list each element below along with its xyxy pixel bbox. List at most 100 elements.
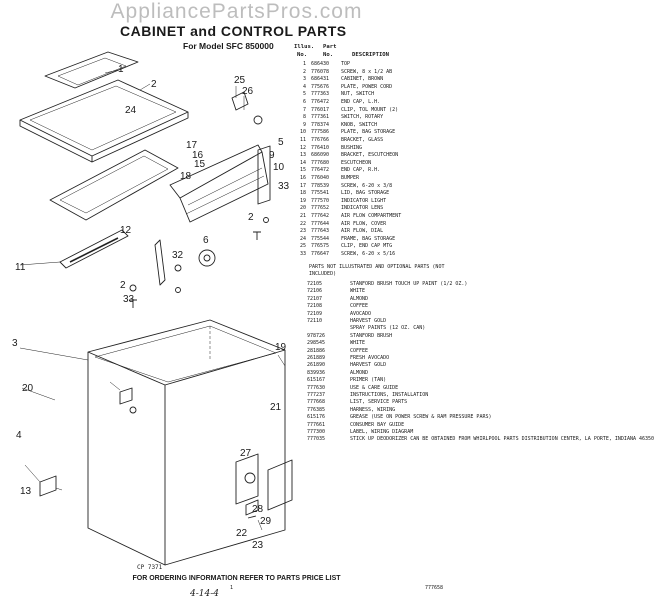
part-number: 686090: [311, 152, 330, 159]
part-number: 776472: [311, 167, 330, 174]
part-description: WHITE: [350, 288, 366, 295]
callout-4: 4: [16, 430, 22, 441]
part-number: 776040: [311, 175, 330, 181]
part-description: ALMOND: [350, 295, 369, 302]
part-number: 776017: [311, 106, 330, 113]
watermark: AppliancePartsPros.com: [110, 0, 363, 23]
switch-knob: [198, 249, 216, 267]
ordering-footer: FOR ORDERING INFORMATION REFER TO PARTS …: [132, 575, 341, 582]
part-description: HARVEST GOLD: [350, 362, 387, 369]
part-number: 777643: [311, 228, 330, 235]
callout-13: 13: [20, 486, 32, 497]
callout-2-top: 2: [151, 79, 157, 90]
bag-storage-lid: [49, 149, 179, 221]
callout-27: 27: [240, 448, 252, 459]
part-description: USE & CARE GUIDE: [350, 384, 399, 391]
part-description: SPRAY PAINTS (12 OZ. CAN): [350, 325, 426, 332]
part-description: PRIMER (TAN): [350, 377, 387, 384]
part-number: 776410: [311, 144, 330, 151]
part-description: AIR FLOW, DIAL: [341, 228, 384, 235]
part-number: 777300: [307, 429, 326, 435]
part-description: LIST, SERVICE PARTS: [350, 399, 408, 406]
part-description: AIR FLOW, COVER: [341, 220, 387, 227]
part-description: KNOB, SWITCH: [341, 121, 378, 128]
illus-number: 6: [302, 99, 306, 105]
page-number: 1: [230, 585, 234, 591]
not-illustrated-header: PARTS NOT ILLUSTRATED AND OPTIONAL PARTS…: [309, 264, 445, 277]
end-cap-lh: [154, 239, 166, 286]
table-row: 15 776472 END CAP, R.H.: [293, 167, 471, 174]
callout-32: 32: [172, 250, 184, 261]
list-item: SPRAY PAINTS (12 OZ. CAN): [293, 325, 471, 332]
part-description: AVOCADO: [350, 310, 372, 317]
part-number: 281886: [307, 347, 326, 354]
part-number: 72105: [307, 281, 323, 287]
illus-number: 18: [299, 190, 306, 197]
illus-number: 9: [302, 121, 306, 128]
illus-number: 17: [299, 182, 306, 189]
illus-number: 20: [299, 205, 306, 212]
illus-number: 14: [299, 159, 306, 166]
part-description: BRACKET, GLASS: [341, 137, 384, 143]
illus-number: 10: [299, 129, 306, 136]
part-number: 778374: [311, 121, 330, 128]
air-flow-compartment: [235, 453, 259, 505]
handwritten-note: 4-14-4: [190, 589, 219, 599]
part-description: END CAP, R.H.: [341, 167, 381, 174]
callout-20: 20: [22, 383, 34, 394]
part-number: 72107: [307, 295, 323, 302]
illus-number: 12: [299, 144, 306, 151]
header-no-2: No.: [323, 52, 334, 58]
callout-5: 5: [278, 137, 284, 148]
part-number: 72108: [307, 303, 323, 310]
part-number: 978726: [307, 332, 326, 339]
part-number: 777661: [307, 421, 326, 428]
callout-6: 6: [203, 235, 209, 246]
callout-18: 18: [180, 171, 192, 182]
part-number: 777642: [311, 213, 330, 219]
part-number: 72110: [307, 318, 323, 324]
page-title: CABINET and CONTROL PARTS: [120, 23, 347, 39]
header-description: DESCRIPTION: [352, 52, 390, 58]
part-number: 775541: [311, 190, 330, 197]
callout-23: 23: [252, 540, 264, 551]
illus-number: 15: [299, 167, 306, 174]
illus-number: 3: [302, 76, 306, 83]
figure-code: CP 7371: [137, 564, 163, 571]
callout-29: 29: [260, 516, 272, 527]
part-description: GREASE (USE ON POWER SCREW & RAM PRESSUR…: [350, 414, 492, 421]
part-number: 776575: [311, 243, 330, 250]
part-description: AIR FLOW COMPARTMENT: [341, 213, 402, 219]
part-number: 775676: [311, 83, 330, 90]
part-description: SCREW, 8 x 1/2 AB: [341, 68, 393, 75]
part-number: 776647: [311, 251, 330, 257]
callout-11: 11: [15, 262, 26, 273]
part-number: 777644: [311, 220, 330, 227]
callout-28: 28: [252, 504, 264, 515]
part-number: 775544: [311, 235, 330, 242]
model-subtitle: For Model SFC 850000: [183, 41, 274, 51]
glass-bracket: [59, 229, 129, 269]
